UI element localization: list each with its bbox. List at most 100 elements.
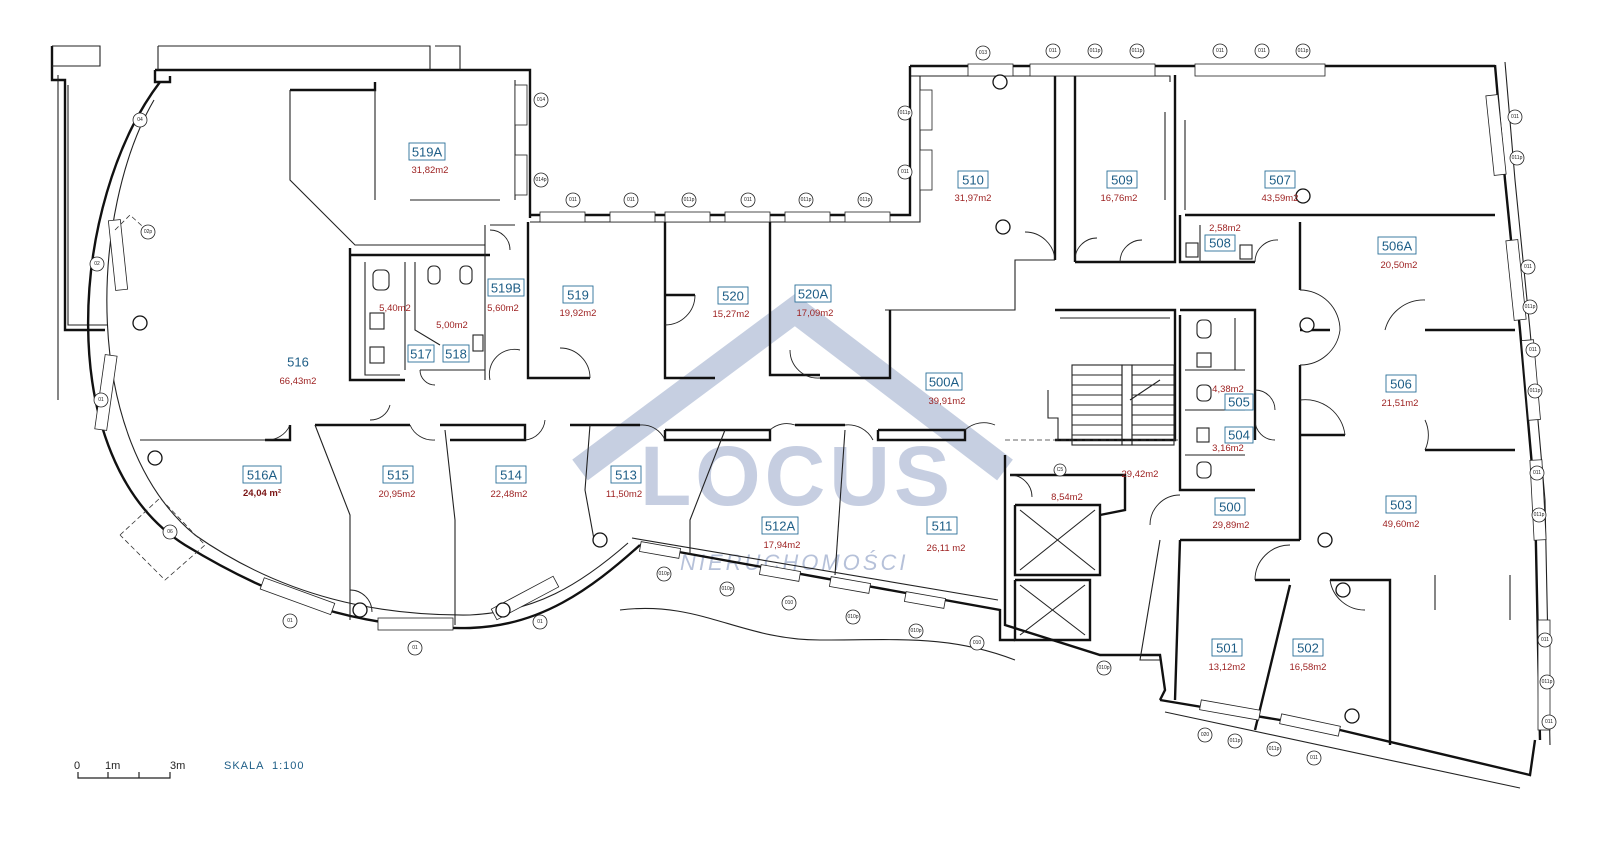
svg-text:17,09m2: 17,09m2 — [797, 308, 834, 319]
tag-011p-z1: 011p — [1227, 733, 1243, 749]
watermark-roof — [572, 293, 1013, 481]
scale-tick-0: 0 — [74, 760, 80, 772]
svg-text:011: 011 — [1545, 719, 1553, 725]
svg-text:011: 011 — [1049, 48, 1057, 54]
svg-text:13,12m2: 13,12m2 — [1209, 662, 1246, 673]
svg-text:19,92m2: 19,92m2 — [560, 308, 597, 319]
room-502: 502 16,58m2 — [1290, 638, 1327, 673]
tag-011-t: 011p — [1527, 383, 1543, 399]
scale-tick-3m: 3m — [170, 760, 185, 772]
svg-text:C5: C5 — [1057, 467, 1064, 473]
svg-text:01: 01 — [412, 645, 418, 651]
tag-010-a: 010 — [781, 595, 797, 611]
svg-text:11,50m2: 11,50m2 — [606, 489, 642, 500]
svg-text:010: 010 — [785, 600, 794, 606]
tag-011-x: 011p — [1539, 674, 1555, 690]
svg-text:510: 510 — [962, 173, 984, 188]
svg-text:513: 513 — [615, 468, 637, 483]
svg-text:515: 515 — [387, 468, 409, 483]
svg-text:010p: 010p — [1098, 665, 1109, 671]
tag-01c: 01 — [407, 640, 423, 656]
svg-text:22,48m2: 22,48m2 — [491, 489, 528, 500]
tag-011-j: 011 — [1212, 43, 1228, 59]
svg-text:8,54m2: 8,54m2 — [1051, 492, 1083, 503]
tag-011-k: 011 — [1254, 43, 1270, 59]
tag-c5: C5 — [1053, 463, 1067, 477]
svg-text:011p: 011p — [1534, 512, 1545, 518]
svg-text:011p: 011p — [900, 110, 911, 116]
svg-text:502: 502 — [1297, 641, 1319, 656]
tag-011-y: 011 — [1541, 714, 1557, 730]
tag-02p: 02p — [140, 224, 156, 240]
svg-text:010: 010 — [973, 640, 982, 646]
svg-text:4,38m2: 4,38m2 — [1212, 384, 1244, 395]
svg-text:16,58m2: 16,58m2 — [1290, 662, 1327, 673]
svg-text:21,51m2: 21,51m2 — [1382, 398, 1419, 409]
room-513: 513 11,50m2 — [606, 465, 642, 500]
svg-text:506: 506 — [1390, 377, 1412, 392]
tag-011-q: 011 — [1520, 259, 1536, 275]
svg-text:011p: 011p — [1530, 388, 1541, 394]
svg-text:014p: 014p — [535, 177, 546, 183]
tag-010p-c: 010p — [845, 609, 861, 625]
svg-text:02: 02 — [94, 261, 100, 267]
svg-text:01: 01 — [98, 397, 104, 403]
svg-text:508: 508 — [1209, 236, 1231, 251]
svg-text:5,00m2: 5,00m2 — [436, 320, 468, 331]
svg-text:29,89m2: 29,89m2 — [1213, 520, 1250, 531]
svg-text:011p: 011p — [860, 197, 871, 203]
tag-011-g: 011 — [1045, 43, 1061, 59]
svg-text:011p: 011p — [801, 197, 812, 203]
windows — [94, 63, 1551, 737]
svg-text:17,94m2: 17,94m2 — [764, 540, 801, 551]
svg-text:15,27m2: 15,27m2 — [713, 309, 750, 320]
svg-text:31,97m2: 31,97m2 — [955, 193, 992, 204]
svg-text:01: 01 — [287, 618, 293, 624]
exterior-walls — [50, 45, 1551, 789]
tag-011-m: 011p — [897, 105, 913, 121]
svg-text:013: 013 — [979, 50, 988, 56]
tag-010p-d: 010p — [908, 623, 924, 639]
watermark: LOCUS NIERUCHOMOŚCI — [572, 293, 1013, 575]
svg-text:011p: 011p — [1230, 738, 1241, 744]
svg-text:011p: 011p — [1090, 48, 1101, 54]
svg-text:2,58m2: 2,58m2 — [1209, 223, 1241, 234]
svg-text:511: 511 — [932, 519, 953, 534]
svg-text:26,11 m2: 26,11 m2 — [927, 543, 966, 554]
tag-06: 06 — [162, 524, 178, 540]
svg-text:5,60m2: 5,60m2 — [487, 303, 519, 314]
svg-text:43,59m2: 43,59m2 — [1262, 193, 1299, 204]
tag-011-f: 011p — [857, 192, 873, 208]
scale-label: SKALA 1:100 — [224, 760, 305, 772]
svg-text:29,42m2: 29,42m2 — [1122, 469, 1159, 480]
svg-text:011p: 011p — [1132, 48, 1143, 54]
svg-text:519: 519 — [567, 288, 589, 303]
svg-text:501: 501 — [1216, 641, 1238, 656]
tag-01b: 01 — [282, 613, 298, 629]
svg-text:514: 514 — [500, 468, 522, 483]
svg-text:011p: 011p — [1298, 48, 1309, 54]
window-tags: 04 02 02p 01 06 01 01 01 014 014p 013 01… — [89, 43, 1557, 766]
svg-text:519B: 519B — [491, 281, 521, 296]
tag-04: 04 — [132, 112, 148, 128]
svg-text:011p: 011p — [1512, 155, 1523, 161]
svg-text:500A: 500A — [929, 375, 960, 390]
svg-text:04: 04 — [137, 117, 143, 123]
tag-011-h: 011p — [1087, 43, 1103, 59]
tag-011-p: 011p — [1509, 150, 1525, 166]
svg-text:16,76m2: 16,76m2 — [1101, 193, 1138, 204]
svg-text:20,95m2: 20,95m2 — [379, 489, 416, 500]
scale-tick-1m: 1m — [105, 760, 120, 772]
room-511: 511 26,11 m2 — [927, 516, 966, 554]
svg-text:011: 011 — [569, 197, 577, 203]
lift-shafts — [1019, 509, 1096, 636]
svg-text:519A: 519A — [412, 145, 443, 160]
svg-text:011: 011 — [1216, 48, 1224, 54]
